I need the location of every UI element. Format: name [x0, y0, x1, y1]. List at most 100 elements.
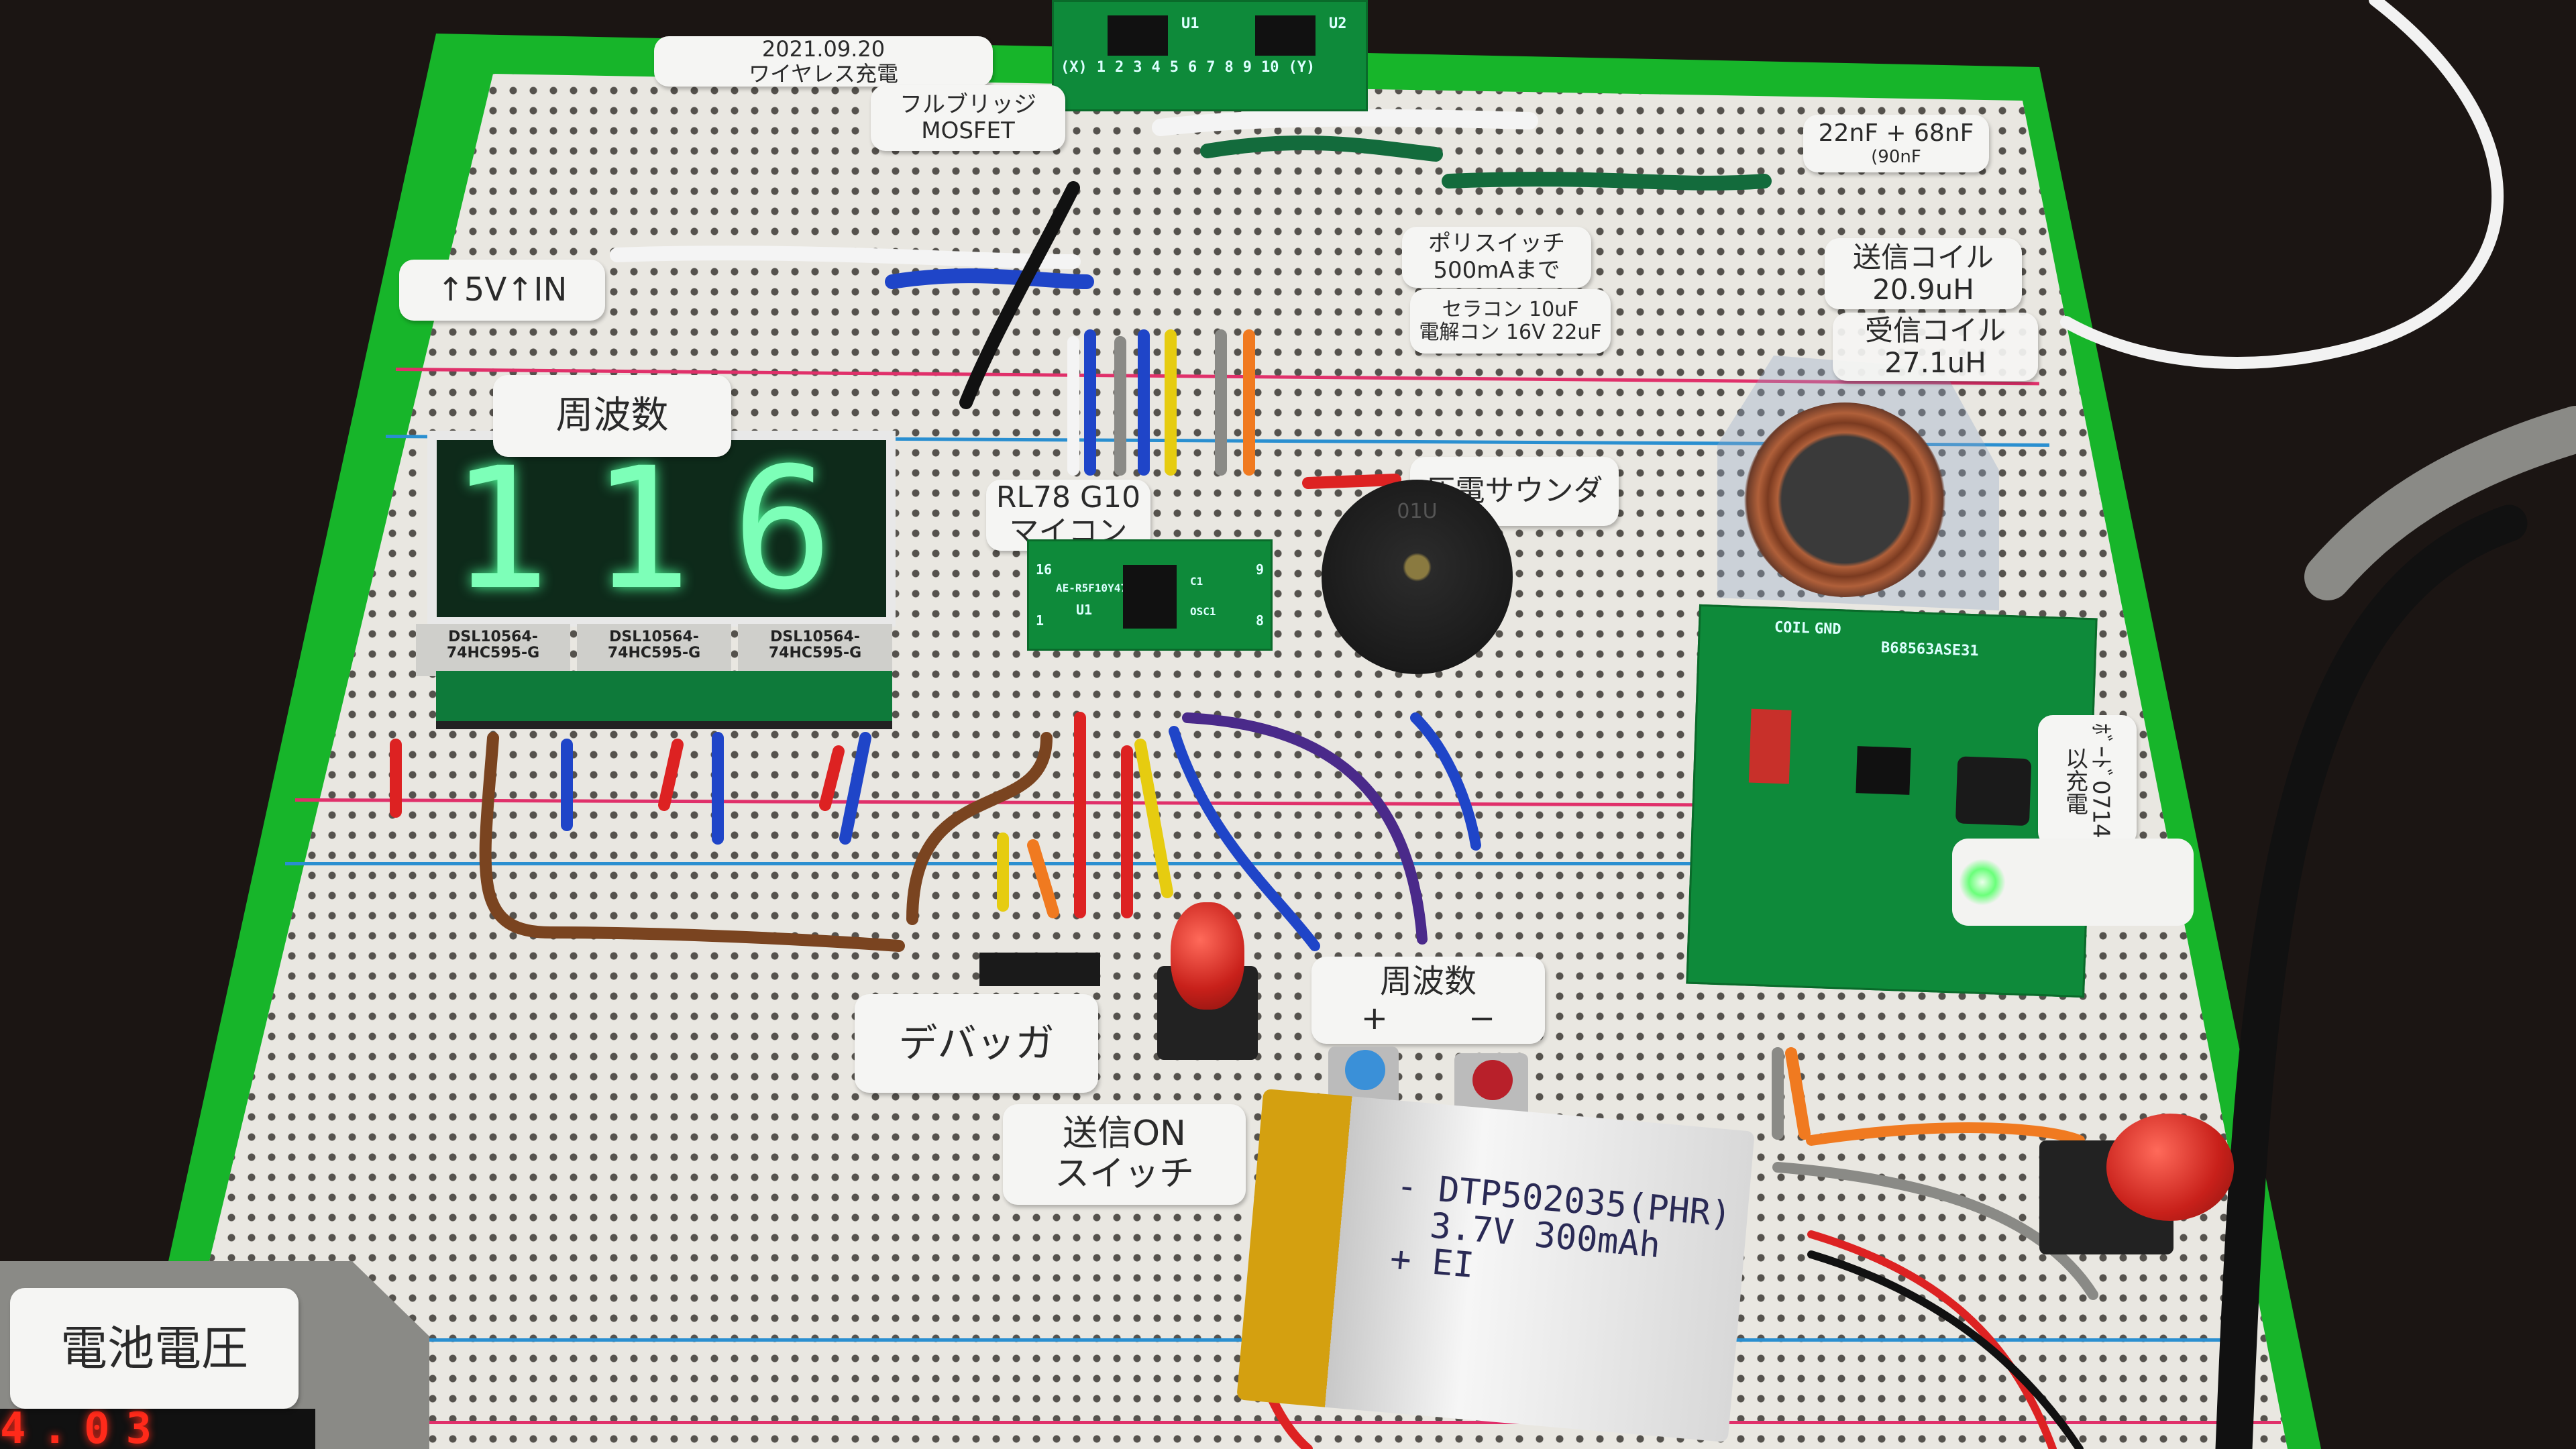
- label-line: 周波数: [555, 393, 669, 437]
- label-frequency: 周波数: [493, 375, 731, 457]
- frequency-down-button[interactable]: [1472, 1060, 1513, 1100]
- pin-label: 10: [1261, 59, 1279, 76]
- rail-negative-mid: [285, 862, 2116, 865]
- label-line: ポリスイッチ: [1428, 230, 1565, 258]
- label-line: 以充電: [2061, 747, 2088, 815]
- pin-label: 1: [1096, 59, 1106, 76]
- receiver-board: COIL GND B68563ASE31: [1686, 604, 2098, 998]
- label-line: スイッチ: [1054, 1154, 1194, 1194]
- rail-negative-bottom: [174, 1338, 2254, 1342]
- pad-label: COIL: [1774, 619, 1811, 637]
- pin-label: 9: [1242, 59, 1252, 76]
- frequency-up-button[interactable]: [1345, 1050, 1385, 1090]
- module-label: DSL10564-74HC595-G: [768, 629, 862, 662]
- charger-ic: [1856, 746, 1911, 795]
- board-ref: U1: [1076, 602, 1093, 618]
- label-line: フルブリッジ: [900, 91, 1036, 118]
- label-line: ﾎﾞｰﾄﾞ0714: [2087, 723, 2114, 839]
- pin-label: 1: [1036, 612, 1044, 629]
- debugger-header: [979, 953, 1100, 986]
- minus-sign: −: [1468, 1000, 1496, 1037]
- wire-green-2: [1442, 172, 1772, 191]
- power-switch[interactable]: [2106, 1114, 2234, 1221]
- mcu-chip: [1123, 565, 1177, 629]
- mcu-board: 16 9 1 8 AE-R5F10Y47 U1 C1 OSC1: [1027, 539, 1273, 651]
- pin-label: 4: [1151, 59, 1161, 76]
- board-id: B68563ASE31: [1880, 639, 1980, 660]
- voltmeter-display: 4.03: [0, 1409, 315, 1449]
- label-line: (90nF: [1871, 146, 1921, 167]
- wire-green: [1200, 135, 1443, 162]
- display-module: DSL10564-74HC595-G: [416, 624, 570, 676]
- label-5v-in: ↑5V↑IN: [399, 260, 605, 321]
- ic-u1: [1108, 15, 1168, 56]
- label-capacitor: 22nF + 68nF(90nF: [1803, 115, 1989, 172]
- wire-black-battery: [1807, 1250, 2084, 1449]
- plus-sign: +: [1360, 1000, 1388, 1037]
- wire-white-top: [1152, 109, 1538, 136]
- tx-on-switch[interactable]: [1171, 902, 1244, 1010]
- pin-label: (X): [1061, 59, 1087, 76]
- status-led-green: [1959, 859, 2006, 906]
- label-debugger: デバッガ: [855, 994, 1098, 1093]
- pin-label: 2: [1115, 59, 1124, 76]
- wire-white: [610, 246, 1081, 269]
- label-line: 500mAまで: [1433, 256, 1560, 284]
- cable-black-right: [2215, 504, 2528, 1449]
- mark-c1: C1: [1190, 575, 1203, 588]
- display-module: DSL10564-74HC595-G: [577, 624, 731, 676]
- wire-blue-mid: [1169, 726, 1320, 951]
- label-line: 22nF + 68nF: [1818, 119, 1974, 148]
- label-line: 周波数: [1379, 962, 1477, 1000]
- ref-u2: U2: [1329, 15, 1347, 32]
- wire-black: [959, 181, 1080, 409]
- label-line: セラコン 10uF: [1442, 297, 1579, 321]
- wire-red-battery: [1807, 1230, 2057, 1449]
- buzzer-mark: 01U: [1397, 500, 1438, 523]
- wire-orange-right: [1806, 1122, 2085, 1146]
- label-line: ワイヤレス充電: [748, 60, 899, 87]
- pin-label: 16: [1036, 561, 1053, 578]
- pin-label: 8: [1255, 612, 1264, 629]
- inductor: [1955, 756, 2032, 826]
- piezo-buzzer: 01U: [1322, 480, 1513, 674]
- label-line: 送信コイル: [1852, 240, 1994, 274]
- pin-label: 6: [1188, 59, 1197, 76]
- ic-u2: [1255, 15, 1316, 56]
- label-line: デバッガ: [898, 1020, 1055, 1067]
- wire-blue-mid2: [1410, 712, 1481, 851]
- lipo-battery: - DTP502035(PHR) 3.7V 300mAh + EI: [1236, 1088, 1755, 1443]
- label-line: 受信コイル: [1864, 313, 2006, 347]
- ref-u1: U1: [1181, 15, 1199, 32]
- rail-positive-bottom: [168, 1421, 2281, 1424]
- label-line: 電池電圧: [60, 1320, 248, 1376]
- rx-coil: [1744, 402, 1945, 597]
- jumper-wires: [390, 329, 1811, 1140]
- frequency-display: 116: [427, 431, 896, 627]
- wire-purple: [1182, 712, 1428, 945]
- mark-osc1: OSC1: [1190, 605, 1216, 618]
- cable-gray-right: [2304, 406, 2576, 600]
- module-label: DSL10564-74HC595-G: [446, 629, 540, 662]
- label-line: MOSFET: [921, 117, 1015, 144]
- pin-label: (Y): [1288, 59, 1316, 76]
- board-name: AE-R5F10Y47: [1056, 582, 1127, 594]
- pin-label: 5: [1169, 59, 1179, 76]
- frequency-value: 116: [449, 431, 873, 627]
- battery-text: - DTP502035(PHR) 3.7V 300mAh + EI: [1389, 1166, 1733, 1307]
- wire-brown: [479, 732, 905, 952]
- pad-label: GND: [1814, 620, 1842, 639]
- cable-white-top-right: [2060, 0, 2504, 369]
- label-line: 27.1uH: [1884, 346, 1986, 379]
- module-label: DSL10564-74HC595-G: [607, 629, 701, 662]
